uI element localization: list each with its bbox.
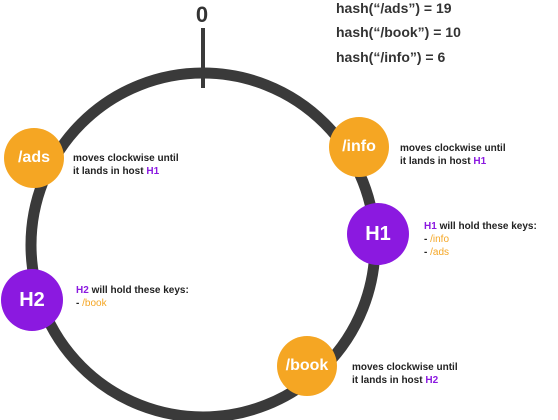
- note-info: moves clockwise until it lands in host H…: [400, 143, 506, 167]
- hash-line-ads: hash(“/ads”) = 19: [336, 0, 452, 16]
- note-h1-keys: H1 will hold these keys: - /info - /ads: [424, 221, 537, 258]
- host-node-h2: H2: [1, 269, 63, 331]
- note-ads: moves clockwise until it lands in host H…: [73, 153, 179, 177]
- key-node-book: /book: [277, 336, 337, 396]
- hash-line-info: hash(“/info”) = 6: [336, 49, 446, 65]
- key-node-info: /info: [329, 117, 389, 177]
- key-node-ads-label: /ads: [17, 149, 50, 166]
- note-h2-keys: H2 will hold these keys: - /book: [76, 285, 189, 309]
- host-node-h2-label: H2: [19, 288, 45, 311]
- key-node-book-label: /book: [285, 357, 329, 374]
- host-node-h1: H1: [347, 203, 409, 265]
- hash-line-book: hash(“/book”) = 10: [336, 24, 461, 40]
- key-node-info-label: /info: [342, 138, 376, 155]
- key-node-ads: /ads: [4, 128, 64, 188]
- zero-label: 0: [195, 2, 209, 27]
- host-node-h1-label: H1: [365, 222, 391, 245]
- note-book: moves clockwise until it lands in host H…: [352, 362, 458, 386]
